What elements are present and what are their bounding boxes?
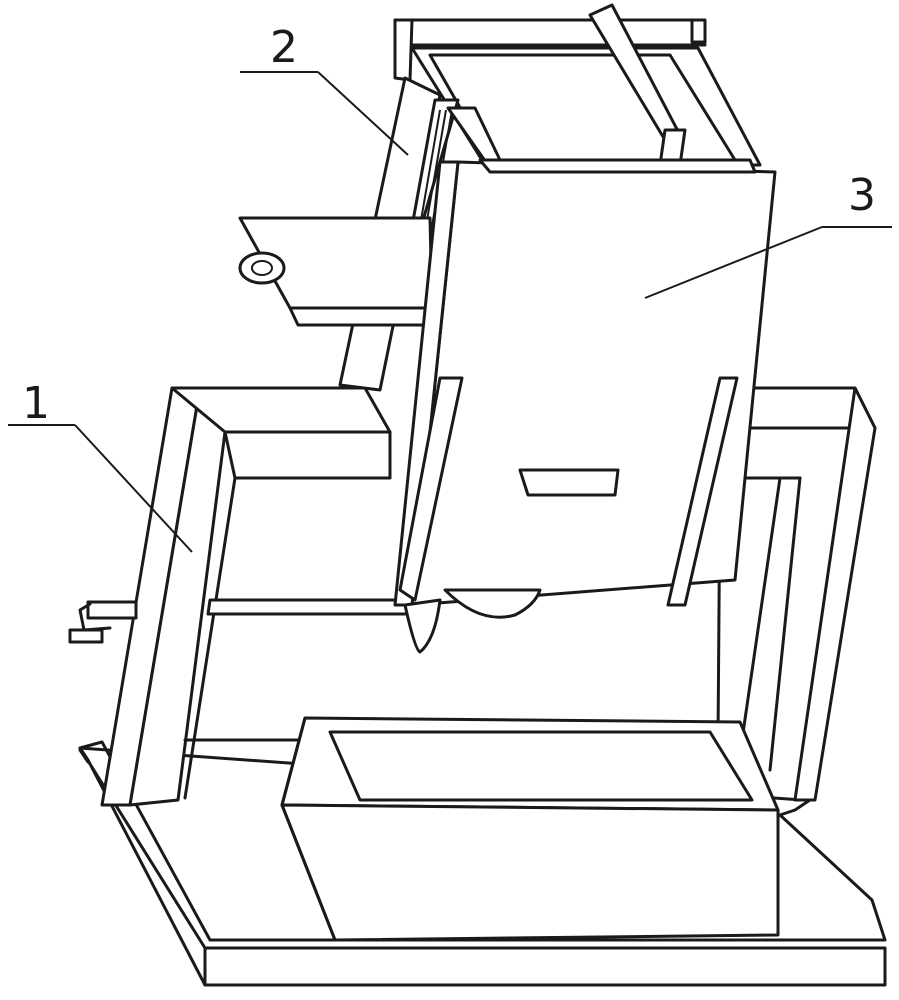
callout-number-2: 2 [270, 22, 298, 73]
leader-2: 2 [240, 22, 409, 156]
callout-number-3: 3 [848, 170, 876, 221]
blade-disc [403, 588, 542, 654]
callout-number-1: 1 [22, 378, 50, 429]
leader-3: 3 [644, 170, 892, 299]
crank-handle [68, 600, 138, 644]
leader-1: 1 [8, 378, 193, 553]
collection-tray [280, 716, 780, 942]
side-shelf [238, 216, 434, 327]
frame-left-post [100, 386, 392, 807]
main-body [393, 158, 777, 607]
